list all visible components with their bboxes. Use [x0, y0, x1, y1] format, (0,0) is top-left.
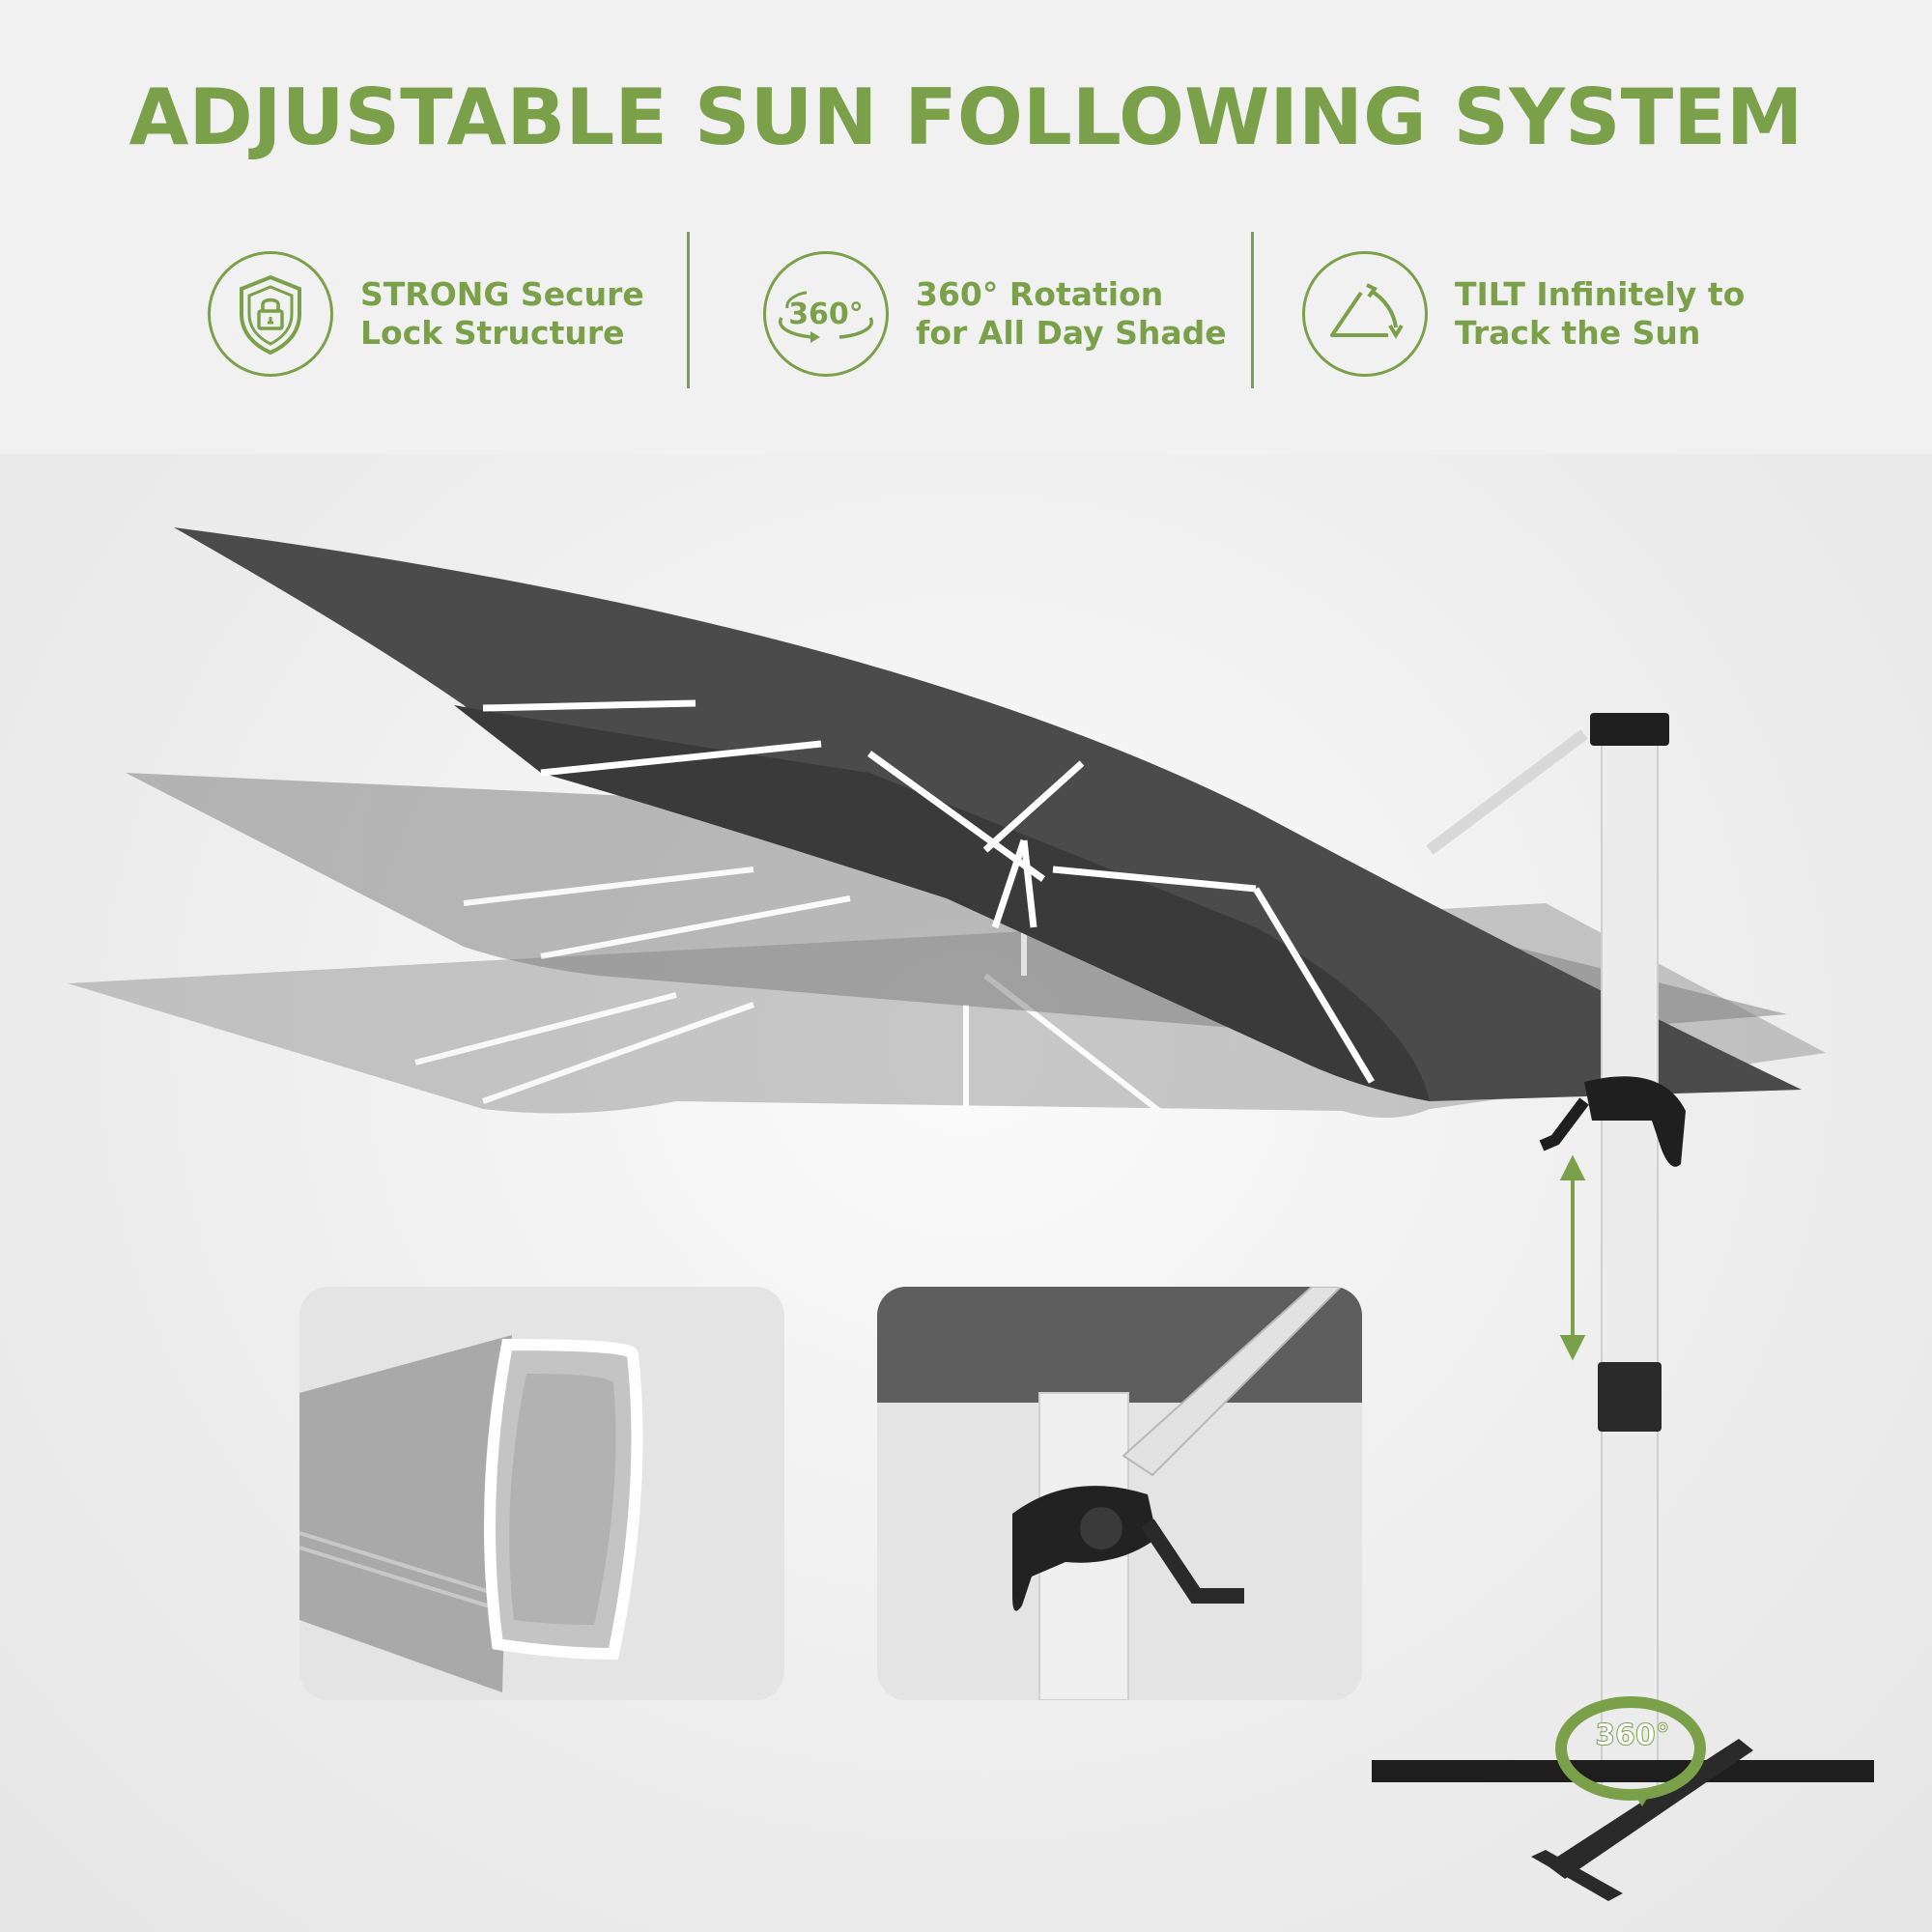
shield-lock-icon — [208, 251, 333, 377]
feature-line: STRONG Secure — [360, 275, 644, 313]
feature-line: Track the Sun — [1455, 314, 1701, 352]
divider — [687, 232, 690, 388]
inset-crank-closeup — [877, 1287, 1362, 1700]
feature-line: for All Day Shade — [916, 314, 1227, 352]
icon-label: 360° — [788, 298, 864, 331]
feature-row: STRONG Secure Lock Structure 360° 360° R… — [0, 232, 1932, 396]
inset-pole-profile — [299, 1287, 784, 1700]
base-badge: 360° — [1595, 1719, 1670, 1752]
base-rotation-ring-icon: 360° — [1555, 1696, 1706, 1806]
divider — [1251, 232, 1254, 388]
umbrella-photo: 360° — [0, 454, 1932, 1932]
feature-360-rotation: 360° 360° Rotation for All Day Shade — [763, 232, 1227, 396]
rotate-360-icon: 360° — [763, 251, 889, 377]
feature-line: Lock Structure — [360, 314, 625, 352]
tilt-triangle-icon — [1302, 251, 1428, 377]
umbrella-pole — [1601, 714, 1659, 1793]
feature-text: STRONG Secure Lock Structure — [360, 275, 644, 353]
feature-line: TILT Infinitely to — [1455, 275, 1746, 313]
support-arm — [1426, 729, 1588, 855]
height-adjust-arrow-icon — [1559, 1154, 1586, 1361]
cross-base — [1372, 1739, 1874, 1901]
canopy-shadow — [454, 705, 1430, 1101]
pole-collar — [1598, 1362, 1662, 1432]
feature-tilt: TILT Infinitely to Track the Sun — [1302, 232, 1745, 396]
main-canopy — [174, 527, 1802, 1101]
canopy-ribs — [482, 699, 1376, 1084]
page-title: ADJUSTABLE SUN FOLLOWING SYSTEM — [128, 72, 1804, 162]
feature-text: TILT Infinitely to Track the Sun — [1455, 275, 1745, 353]
pole-cap — [1590, 713, 1669, 746]
feature-text: 360° Rotation for All Day Shade — [916, 275, 1227, 353]
feature-line: 360° Rotation — [916, 275, 1164, 313]
crank-handle — [1539, 1076, 1686, 1167]
feature-secure-lock: STRONG Secure Lock Structure — [208, 232, 644, 396]
